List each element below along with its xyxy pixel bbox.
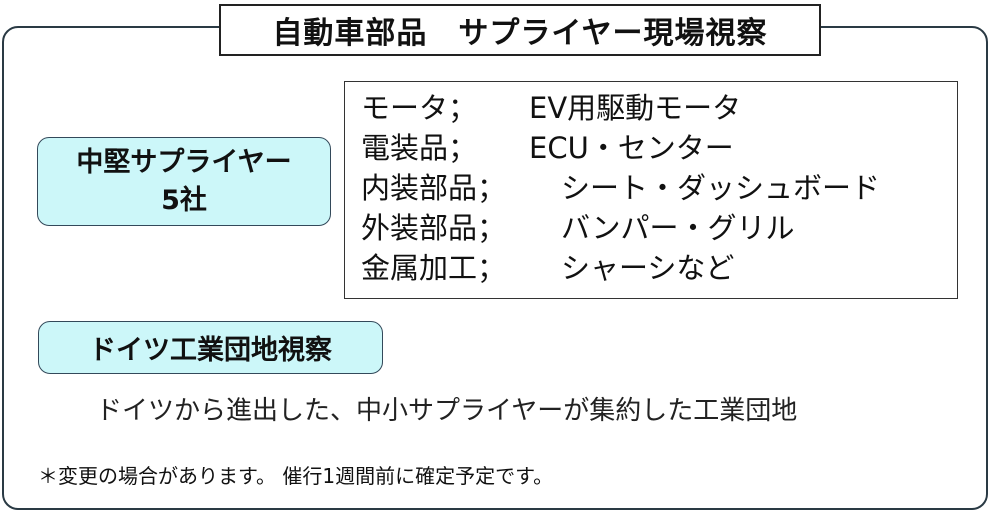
parts-items: EV用駆動モータ: [529, 91, 742, 125]
industrial-park-badge: ドイツ工業団地視察: [38, 321, 383, 374]
parts-category: 電装品；: [361, 131, 478, 165]
parts-category: 金属加工；: [361, 251, 507, 285]
page-title-text: 自動車部品 サプライヤー現場視察: [272, 16, 768, 51]
parts-items: バンパー・グリル: [561, 211, 795, 245]
parts-row: 電装品； ECU・センター: [361, 128, 957, 168]
parts-items: シート・ダッシュボード: [561, 171, 881, 205]
page-title: 自動車部品 サプライヤー現場視察: [219, 4, 821, 56]
industrial-park-label: ドイツ工業団地視察: [89, 335, 332, 366]
supplier-badge-line1: 中堅サプライヤー: [76, 146, 292, 178]
parts-row: 金属加工； シャーシなど: [361, 248, 957, 288]
parts-items: ECU・センター: [529, 131, 734, 165]
parts-list: モータ； EV用駆動モータ 電装品； ECU・センター 内装部品； シート・ダッ…: [344, 81, 958, 299]
parts-row: 内装部品； シート・ダッシュボード: [361, 168, 957, 208]
supplier-badge-line2: 5社: [161, 184, 207, 216]
industrial-park-description: ドイツから進出した、中小サプライヤーが集約した工業団地: [96, 396, 798, 426]
change-note: ＊変更の場合があります。 催行1週間前に確定予定です。: [38, 464, 554, 488]
parts-category: 内装部品；: [361, 171, 507, 205]
parts-items: シャーシなど: [561, 251, 735, 285]
parts-category: 外装部品；: [361, 211, 507, 245]
parts-category: モータ；: [361, 91, 478, 125]
parts-row: 外装部品； バンパー・グリル: [361, 208, 957, 248]
parts-row: モータ； EV用駆動モータ: [361, 88, 957, 128]
supplier-badge: 中堅サプライヤー 5社: [37, 137, 331, 226]
